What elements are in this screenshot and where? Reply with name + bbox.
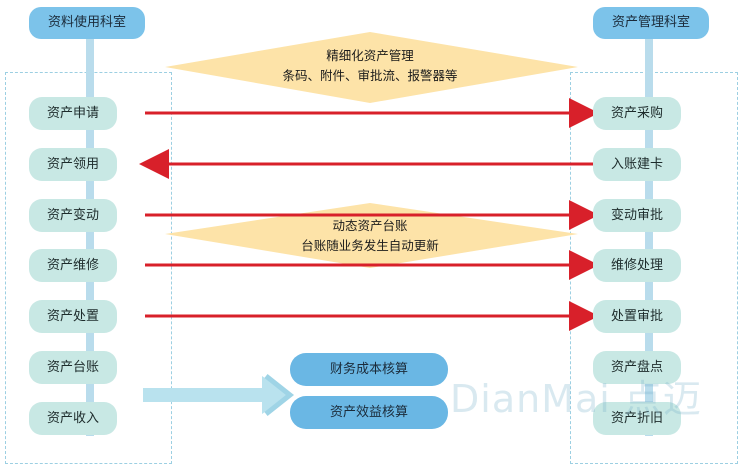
middle-diamond-shape	[165, 203, 578, 268]
big-arrow-chevron	[264, 374, 295, 416]
left-item-asset-repair[interactable]: 资产维修	[29, 249, 117, 282]
top-diamond-text: 精细化资产管理 条码、附件、审批流、报警器等	[220, 46, 520, 86]
top-diamond-line1: 精细化资产管理	[326, 48, 414, 63]
middle-diamond-line1: 动态资产台账	[332, 218, 408, 233]
right-item-asset-card[interactable]: 入账建卡	[593, 148, 681, 181]
right-column-bar	[645, 38, 653, 436]
right-item-repair-handle[interactable]: 维修处理	[593, 249, 681, 282]
top-diamond-line2: 条码、附件、审批流、报警器等	[282, 68, 458, 83]
left-column-bar	[86, 38, 94, 436]
right-item-asset-inventory[interactable]: 资产盘点	[593, 351, 681, 384]
left-item-asset-income[interactable]: 资产收入	[29, 402, 117, 435]
middle-diamond-line2: 台账随业务发生自动更新	[301, 238, 439, 253]
top-diamond-shape	[165, 32, 578, 103]
left-item-asset-disposal[interactable]: 资产处置	[29, 300, 117, 333]
right-item-asset-purchase[interactable]: 资产采购	[593, 97, 681, 130]
middle-diamond-text: 动态资产台账 台账随业务发生自动更新	[220, 216, 520, 256]
left-item-asset-apply[interactable]: 资产申请	[29, 97, 117, 130]
left-header: 资料使用科室	[29, 7, 145, 39]
right-item-disposal-approval[interactable]: 处置审批	[593, 300, 681, 333]
left-item-asset-ledger[interactable]: 资产台账	[29, 351, 117, 384]
center-financial-cost[interactable]: 财务成本核算	[290, 353, 448, 386]
big-arrow-to-center	[143, 376, 290, 414]
left-item-asset-receive[interactable]: 资产领用	[29, 148, 117, 181]
center-asset-benefit[interactable]: 资产效益核算	[290, 396, 448, 429]
right-header: 资产管理科室	[593, 7, 709, 39]
watermark-text: DianMai 点迈	[450, 377, 702, 421]
right-item-asset-depreciation[interactable]: 资产折旧	[593, 402, 681, 435]
right-item-change-approval[interactable]: 变动审批	[593, 199, 681, 232]
left-item-asset-change[interactable]: 资产变动	[29, 199, 117, 232]
